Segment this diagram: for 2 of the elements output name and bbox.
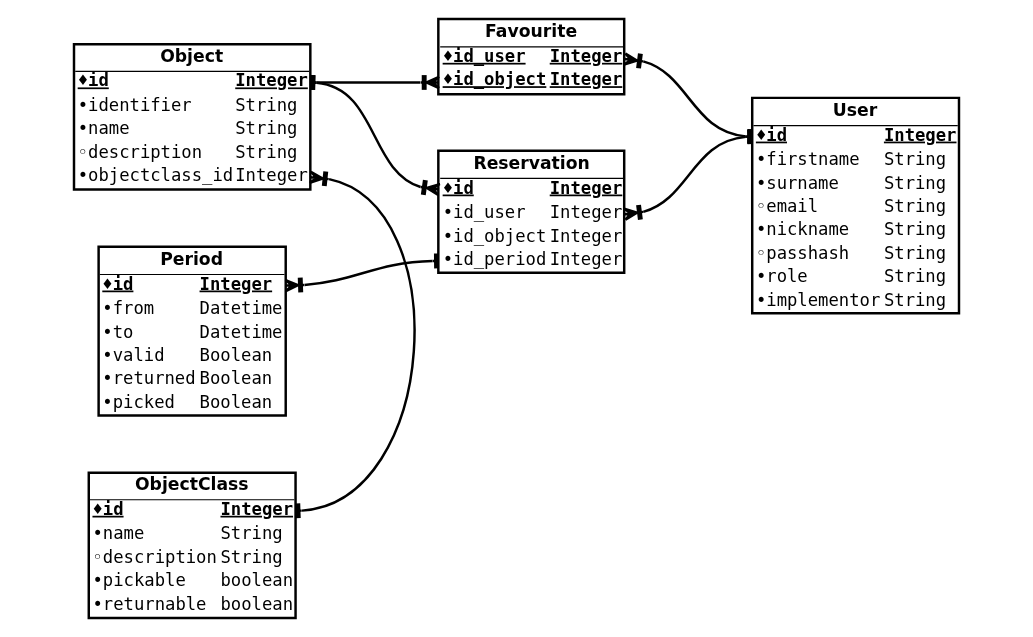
connector	[310, 75, 441, 197]
connector	[310, 75, 441, 90]
